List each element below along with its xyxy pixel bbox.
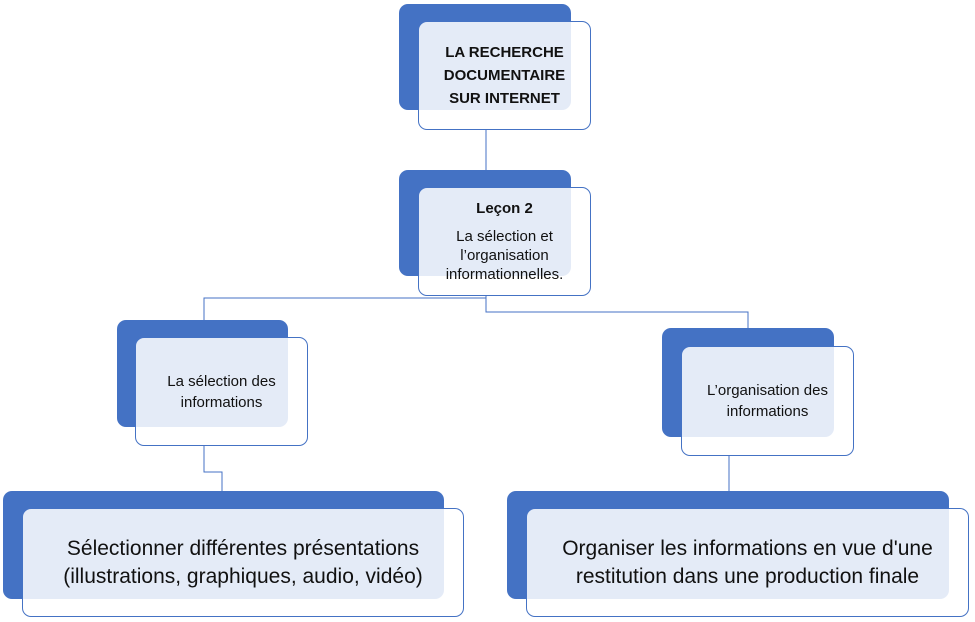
connector-left-detail (203, 446, 223, 491)
left-detail-line-2: (illustrations, graphiques, audio, vidéo… (63, 564, 423, 588)
left-detail-line-1: Sélectionner différentes présentations (66, 536, 420, 560)
connector-lesson-branches (485, 296, 749, 328)
right-detail-line-2: restitution dans une production finale (575, 564, 920, 588)
right-detail-line-1: Organiser les informations en vue d'une (562, 536, 933, 560)
right-branch-line-2: informations (726, 403, 809, 420)
root-node: LA RECHERCHE DOCUMENTAIRE SUR INTERNET (418, 21, 591, 130)
left-branch-line-2: informations (180, 393, 263, 411)
right-branch-line-1: L’organisation des (707, 382, 828, 399)
left-detail-node: Sélectionner différentes présentations (… (22, 508, 464, 617)
root-line-1: LA RECHERCHE (445, 44, 564, 61)
lesson-node: Leçon 2 La sélection et l’organisation i… (418, 187, 591, 296)
left-branch-line-1: La sélection des (167, 372, 276, 390)
lesson-subtitle-line-2: l’organisation (460, 247, 549, 264)
root-line-2: DOCUMENTAIRE (443, 67, 566, 84)
connector-lesson-left (203, 297, 486, 320)
right-branch-node: L’organisation des informations (681, 346, 854, 456)
root-line-3: SUR INTERNET (449, 90, 560, 107)
lesson-subtitle-line-3: informationnelles. (445, 266, 564, 283)
left-branch-node: La sélection des informations (135, 337, 308, 446)
right-detail-node: Organiser les informations en vue d'une … (526, 508, 969, 617)
lesson-subtitle-line-1: La sélection et (456, 228, 553, 245)
lesson-title: Leçon 2 (476, 200, 533, 217)
